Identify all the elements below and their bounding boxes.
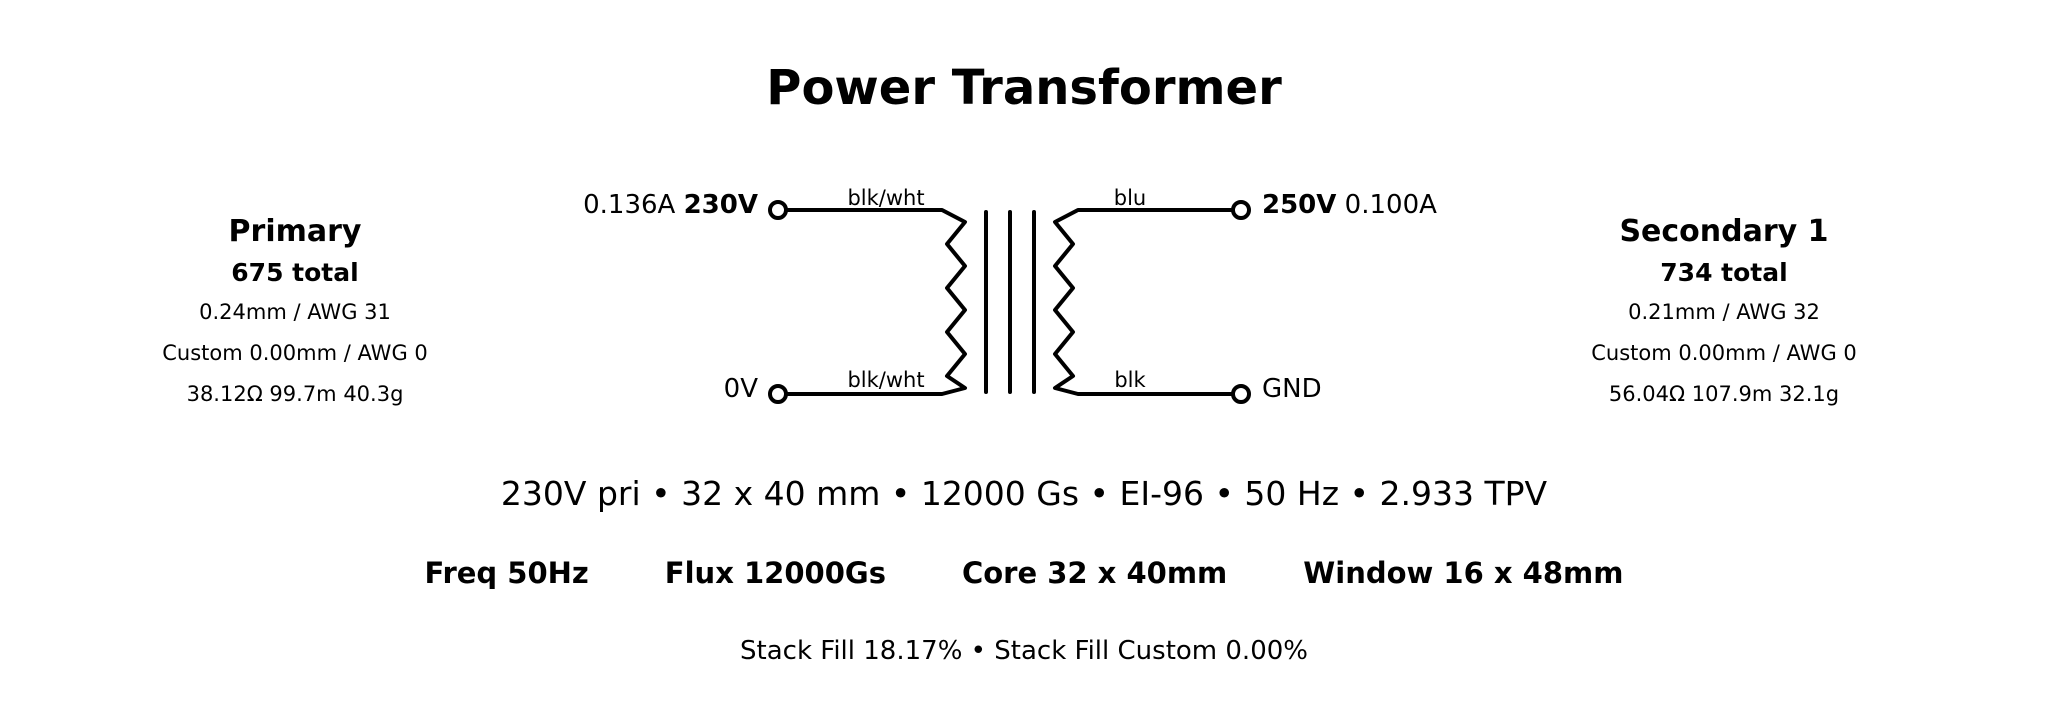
secondary-bottom-terminal [1231,384,1251,404]
secondary-stats: 56.04Ω 107.9m 32.1g [1608,382,1840,406]
secondary-wire-custom: Custom 0.00mm / AWG 0 [1591,341,1857,365]
primary-wire: 0.24mm / AWG 31 [199,300,391,324]
primary-bottom-label: 0V [723,374,758,404]
primary-top-terminal [768,200,788,220]
page-title: Power Transformer [766,60,1282,116]
primary-wire-custom: Custom 0.00mm / AWG 0 [162,341,428,365]
secondary-turns: 734 total [1660,258,1788,287]
param-window: Window 16 x 48mm [1303,556,1624,590]
primary-top-voltage: 230V [683,190,758,220]
secondary-top-voltage: 250V [1262,190,1337,220]
param-freq: Freq 50Hz [424,556,589,590]
primary-turns: 675 total [231,258,359,287]
primary-top-current: 0.136A [583,190,676,220]
parameter-row: Freq 50Hz Flux 12000Gs Core 32 x 40mm Wi… [425,556,1624,590]
primary-top-label: 0.136A 230V [583,190,758,220]
summary-line: 230V pri • 32 x 40 mm • 12000 Gs • EI-96… [500,474,1548,513]
primary-bottom-wire-color: blk/wht [847,368,925,392]
secondary-top-label: 250V 0.100A [1262,190,1437,220]
secondary-heading: Secondary 1 [1619,214,1829,249]
secondary-top-wire-color: blu [1113,186,1147,210]
param-core: Core 32 x 40mm [961,556,1228,590]
primary-heading: Primary [228,214,362,249]
primary-top-wire-color: blk/wht [847,186,925,210]
primary-stats: 38.12Ω 99.7m 40.3g [186,382,404,406]
primary-panel: Primary 675 total 0.24mm / AWG 31 Custom… [162,210,428,415]
secondary-panel: Secondary 1 734 total 0.21mm / AWG 32 Cu… [1591,210,1857,415]
secondary-top-terminal [1231,200,1251,220]
secondary-bottom-wire-color: blk [1114,368,1146,392]
param-flux: Flux 12000Gs [664,556,886,590]
secondary-wire: 0.21mm / AWG 32 [1628,300,1820,324]
stack-fill: Stack Fill 18.17% • Stack Fill Custom 0.… [740,636,1308,666]
secondary-top-current: 0.100A [1344,190,1437,220]
secondary-winding [1053,208,1235,396]
secondary-bottom-label: GND [1262,374,1322,404]
primary-winding [784,208,967,396]
primary-bottom-terminal [768,384,788,404]
